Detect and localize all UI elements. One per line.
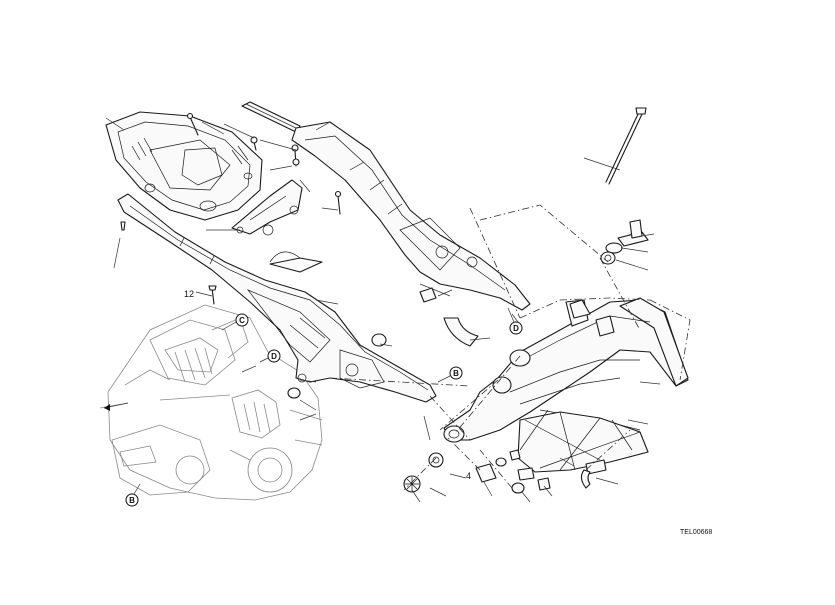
upper-tube [241,101,301,133]
long-rod [605,107,647,185]
callout-b-subframe-label: B [453,369,459,378]
mount-hardware-right [569,219,649,319]
seat-bolts [120,112,342,231]
seat-bracket [231,179,303,236]
callout-c: C [221,313,249,331]
subframe-small-parts [208,251,479,399]
part-number-4: 4 [466,471,471,481]
leader-lines [105,117,661,503]
callout-b-engine: B [125,483,141,507]
callout-d-engine-label: D [271,352,277,361]
engine-arrows [103,365,317,421]
callout-d-engine: D [259,349,281,363]
drawing-code: TEL00668 [680,529,712,536]
callout-c-label: C [239,316,245,325]
engine-outline [99,304,323,501]
upper-subframe-rail [291,121,531,311]
callout-d-frame: D [507,307,523,335]
callout-d-frame-label: D [513,324,519,333]
main-frame [443,297,689,481]
assembly-centerlines [329,204,691,491]
mount-hardware-lower [403,449,591,494]
callout-b-engine-label: B [129,496,135,505]
seat-pan [105,111,263,221]
part-number-12: 12 [184,289,194,299]
lower-subframe [117,193,437,403]
callout-b-subframe: B [437,366,463,383]
